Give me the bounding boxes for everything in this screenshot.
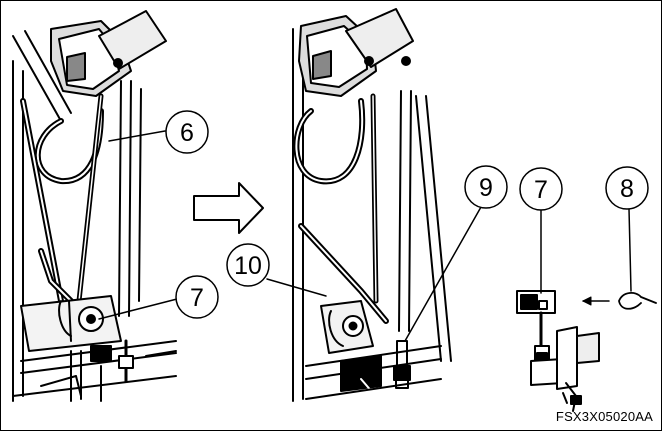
- callout-8: 8: [605, 166, 649, 292]
- callout-9: 9: [404, 165, 508, 342]
- callout-6: 6: [108, 110, 209, 154]
- right-detail-view: [516, 290, 600, 412]
- middle-machine-view: [292, 8, 452, 402]
- callout-7-left: 7: [98, 275, 219, 320]
- callout-10: 10: [226, 243, 327, 297]
- hollow-right-arrow-icon: [193, 182, 264, 234]
- callout-7-right: 7: [519, 167, 563, 294]
- figure-code: FSX3X05020AA: [555, 409, 653, 424]
- callout-9-label: 9: [479, 174, 493, 202]
- callout-10-label: 10: [234, 252, 262, 280]
- left-arrow-icon: [582, 296, 610, 306]
- callout-6-label: 6: [180, 119, 194, 147]
- callout-7-right-label: 7: [534, 176, 548, 204]
- snap-pin-icon: [618, 292, 657, 310]
- callout-8-label: 8: [620, 175, 634, 203]
- left-machine-view: [12, 10, 177, 402]
- callout-7-left-label: 7: [190, 284, 204, 312]
